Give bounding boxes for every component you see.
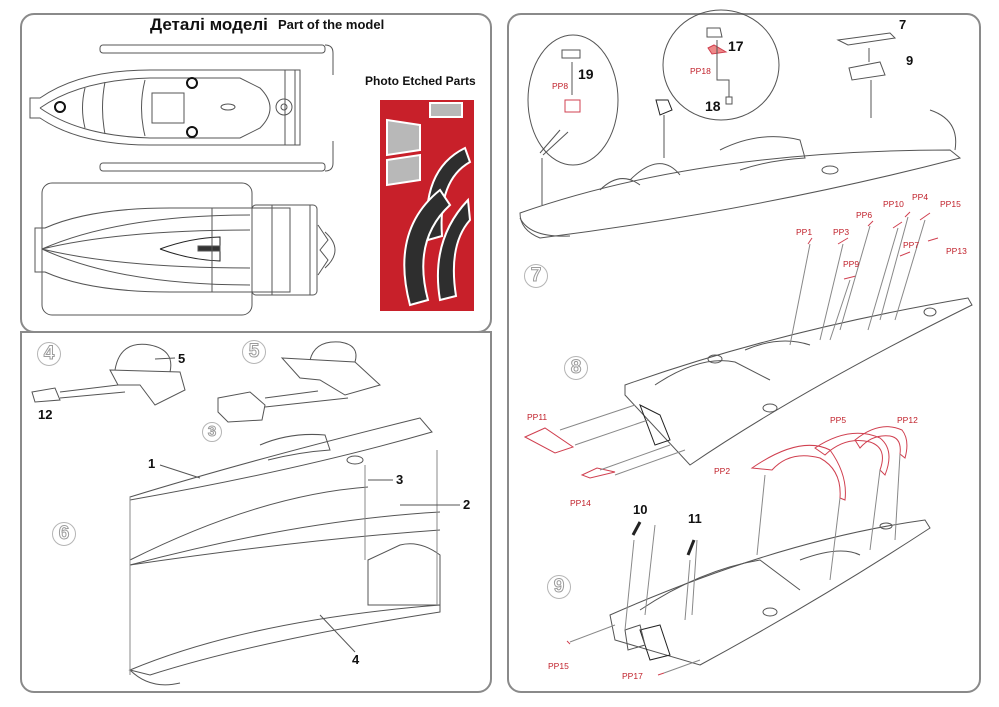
pe-pp8 [564,99,581,113]
callout-pp12: PP12 [897,415,918,425]
callout-part-1: 1 [148,456,156,471]
callout-pp13: PP13 [946,246,967,256]
callout-part-4: 4 [352,652,360,667]
step-5-badge: 5 [242,340,266,364]
part-17 [706,27,723,38]
callout-part-3: 3 [396,472,404,487]
part-3-rail [129,486,369,561]
hull-step9 [609,519,931,666]
part-7 [836,32,897,46]
step-7-badge: 7 [524,264,548,288]
callout-part-9: 9 [906,53,914,68]
sprue-deck [29,44,334,172]
callout-pp17: PP17 [622,671,643,681]
pe-pp17 [657,672,665,676]
part-18 [725,96,733,105]
pe-pp12 [854,426,908,459]
pe-fender-large-a [403,188,452,307]
detail-bubble-19 [527,34,619,166]
part-2-rail [129,511,441,566]
callout-pp8: PP8 [552,81,569,91]
step-4-badge: 4 [37,342,61,366]
callout-pp6: PP6 [856,210,873,220]
pe-pp15-step9 [566,640,571,645]
pe-pp2 [750,444,846,501]
pe-plate-a [386,118,421,157]
step-6-badge: 6 [52,522,76,546]
callout-part-17: 17 [728,38,744,54]
callout-pp14: PP14 [570,498,591,508]
callout-part-11: 11 [688,511,702,526]
hull-bulkhead [367,543,441,606]
antenna-assembly [655,99,673,116]
detail-bubble-17-18 [662,9,780,121]
part-5-arch [114,343,172,373]
part-10 [631,521,642,536]
pe-fender-large-b [436,197,472,302]
part-11 [686,539,696,556]
pe-plate-b [386,153,421,187]
part-3-engine-cover [217,391,266,423]
part-1-deck [129,417,433,501]
callout-pp4: PP4 [912,192,929,202]
callout-part-12: 12 [38,407,53,422]
part-19 [561,49,581,59]
callout-part-10: 10 [633,502,648,517]
callout-pp3: PP3 [833,227,850,237]
pe-pp11 [523,427,575,454]
callout-pp18: PP18 [690,66,711,76]
part-12 [31,387,61,403]
pe-plate-c [429,102,463,118]
callout-pp2: PP2 [714,466,731,476]
pe-pp5 [814,432,890,476]
callout-pp9: PP9 [843,259,860,269]
photo-etched-title: Photo Etched Parts [365,74,476,88]
callout-pp11: PP11 [527,412,548,422]
sprue-hull [34,182,336,316]
part-9 [848,61,886,81]
step-8-badge: 8 [564,356,588,380]
callout-pp15: PP15 [940,199,961,209]
part-3-circled-callout: 3 [202,422,222,442]
part-4-hull [128,604,441,676]
steps-7-8-9-panel [507,13,981,693]
callout-pp15-step9: PP15 [548,661,569,671]
steps-4-5-6-panel [20,331,492,693]
callout-pp7: PP7 [903,240,920,250]
hull-step8 [624,297,973,466]
callout-part-7: 7 [899,17,907,32]
callout-pp5: PP5 [830,415,847,425]
callout-part-2: 2 [463,497,471,512]
engine [639,624,671,661]
title-english: Part of the model [278,17,385,32]
callout-part-5: 5 [178,351,186,366]
step-9-badge: 9 [547,575,571,599]
callout-part-18: 18 [705,98,721,114]
callout-part-19: 19 [578,66,594,82]
hull-step7 [519,149,962,239]
callout-pp10: PP10 [883,199,904,209]
callout-pp1: PP1 [796,227,813,237]
title-ukrainian: Деталі моделі [150,15,268,34]
pe-pp14 [580,467,616,479]
